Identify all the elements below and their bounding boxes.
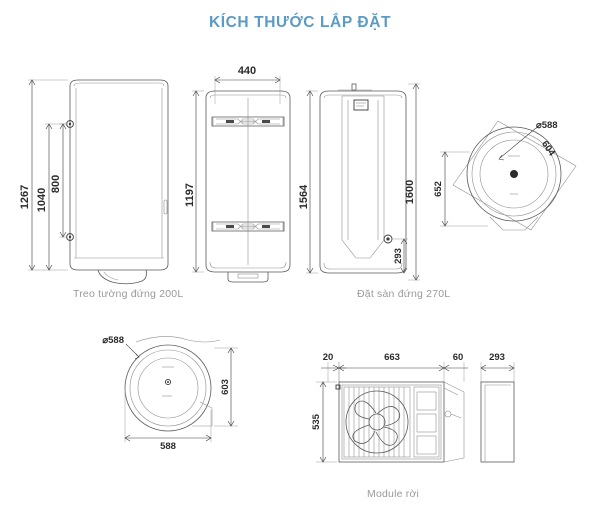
tank-front-base [227, 272, 269, 283]
caption-outdoor-module: Module rời [367, 488, 420, 500]
dimension-label-652: 652 [433, 181, 444, 197]
dimension-dia588-bottom: ⌀588 [102, 335, 140, 360]
fan-blades [345, 390, 409, 454]
dimension-label-1040: 1040 [36, 188, 48, 212]
dimension-label-1197: 1197 [184, 183, 196, 207]
dimension-label-604: 604 [539, 139, 558, 159]
inner-panel [341, 95, 385, 259]
module-body [335, 381, 445, 463]
tank-front-outline [205, 90, 291, 273]
module-side-view-unit [480, 381, 515, 463]
dimension-1267: 1267 [19, 79, 68, 271]
right-compartment [413, 386, 440, 458]
dimension-440: 440 [214, 65, 281, 104]
side-control [163, 199, 168, 215]
figure-floor-standing-front-view: 1564 1600 293 [298, 83, 420, 281]
dimension-1564: 1564 [298, 90, 318, 274]
dimension-20: 20 [321, 352, 346, 382]
side-port [383, 234, 393, 244]
tank-outline [319, 90, 407, 274]
dimension-label-293-floor: 293 [393, 248, 404, 264]
dimension-label-1564: 1564 [298, 184, 310, 209]
figure-wall-mounted-front-view: 440 [184, 65, 291, 283]
mounting-bracket-lower [211, 221, 285, 232]
caption-floor-standing-270l: Đặt sàn đứng 270L [357, 288, 451, 300]
dimension-label-535: 535 [311, 413, 322, 430]
dimension-dia588-top: ⌀588 [498, 120, 558, 161]
top-flange [135, 336, 221, 343]
dimension-60: 60 [443, 352, 468, 382]
dimension-800: 800 [50, 123, 68, 238]
figure-wall-mounted-top-view: ⌀588 603 588 [102, 335, 238, 452]
bottom-foot [489, 216, 539, 231]
page-title: KÍCH THƯỚC LẮP ĐẶT [208, 14, 392, 31]
tank-top-circles [124, 344, 212, 432]
tank-top-circle [466, 126, 562, 222]
dimension-label-663: 663 [384, 352, 400, 363]
dimension-label-dia588-bottom: ⌀588 [102, 335, 124, 346]
top-outlet-pipe [338, 83, 372, 91]
dimension-label-60: 60 [453, 352, 464, 363]
dimension-label-588: 588 [160, 441, 176, 452]
dimension-588: 588 [124, 390, 212, 452]
figure-outdoor-module: 20 663 60 293 [311, 352, 515, 463]
dimension-label-1267: 1267 [19, 185, 31, 209]
dimension-label-800: 800 [50, 175, 62, 193]
dimension-1197: 1197 [184, 90, 204, 273]
dimension-label-440: 440 [238, 65, 256, 77]
dimension-1040: 1040 [36, 123, 68, 271]
tank-bottom-spout [97, 269, 147, 285]
fan-grille [343, 386, 411, 458]
dimension-label-1600: 1600 [404, 180, 416, 204]
caption-wall-mounted-200l: Treo tường đứng 200L [73, 288, 184, 300]
figure-wall-mounted-side-view: 1267 1040 800 [19, 79, 169, 285]
dimension-293-floor: 293 [392, 238, 408, 274]
module-side-depth [443, 381, 465, 463]
control-display [353, 99, 369, 111]
dimension-label-603: 603 [220, 379, 231, 395]
dimension-293-module: 293 [480, 352, 515, 382]
dimension-label-20: 20 [323, 352, 334, 363]
side-foot [192, 401, 213, 427]
center-hub [508, 155, 520, 195]
mounting-bracket-upper [211, 116, 285, 127]
tank-side-outline [69, 79, 169, 271]
figure-floor-standing-top-view: ⌀588 604 652 [433, 120, 577, 231]
dimension-652: 652 [433, 151, 488, 227]
dimension-535: 535 [311, 381, 337, 463]
dimension-603: 603 [214, 347, 238, 427]
center-marker [162, 366, 174, 397]
dimension-1600: 1600 [404, 83, 420, 281]
dimension-663: 663 [338, 352, 445, 382]
dimension-label-293-module: 293 [489, 352, 505, 363]
dimension-label-dia588-top: ⌀588 [536, 120, 558, 131]
dimension-604: 604 [539, 139, 558, 159]
